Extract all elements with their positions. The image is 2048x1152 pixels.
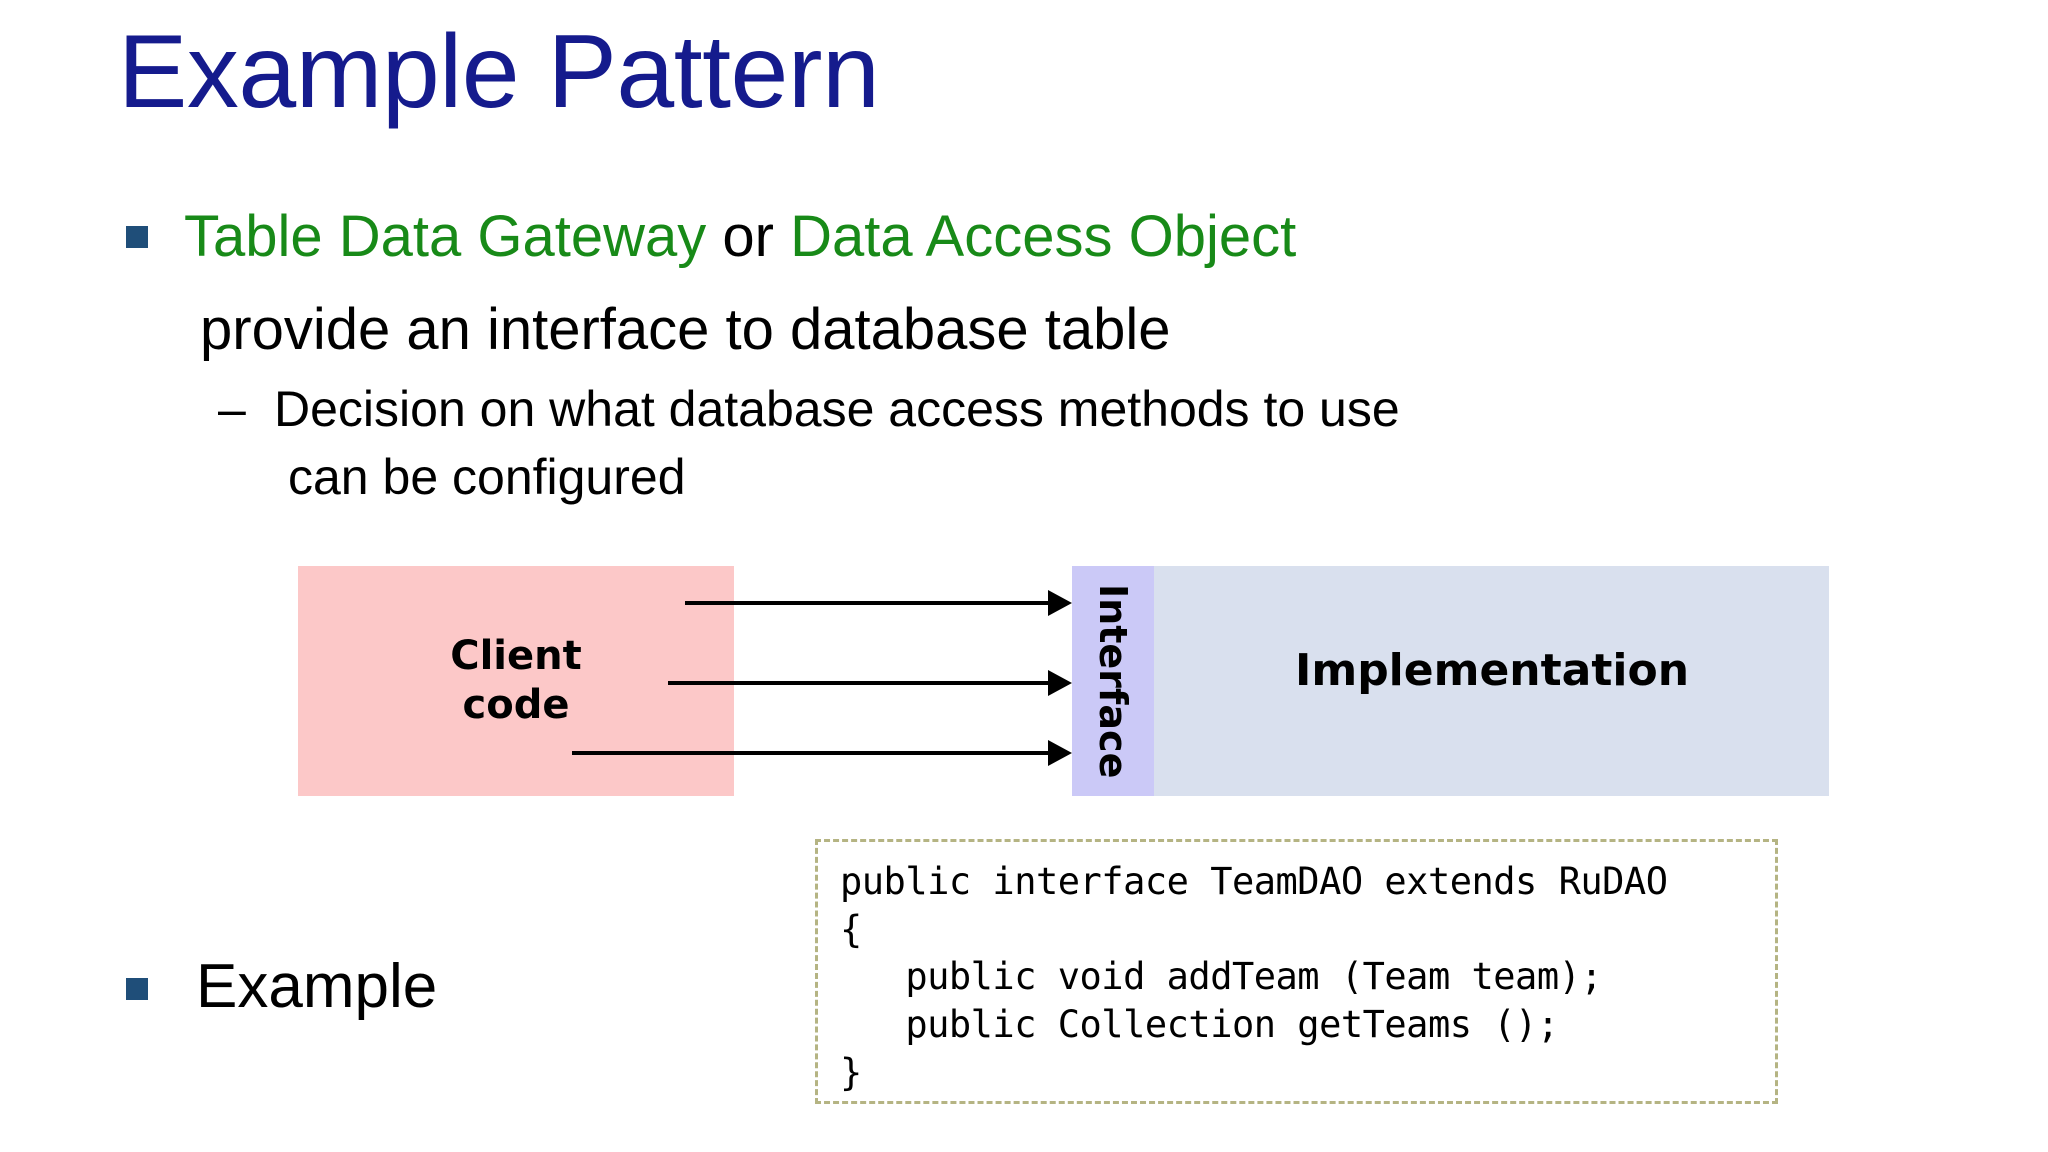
dash-marker: – [218, 381, 246, 437]
implementation-box [1072, 566, 1829, 796]
implementation-label: Implementation [1294, 644, 1690, 696]
bullet-item-1: Table Data Gateway or Data Access Object [126, 200, 1296, 273]
bullet-item-2: Example [126, 948, 437, 1026]
interface-band: Interface [1072, 566, 1154, 796]
sub-bullet-text-1: Decision on what database access methods… [274, 381, 1400, 437]
term-data-access-object: Data Access Object [790, 204, 1297, 269]
arrow-middle-head [1048, 670, 1072, 696]
page-title: Example Pattern [118, 14, 880, 130]
interface-label: Interface [1091, 583, 1135, 779]
bullet-square-icon [126, 226, 148, 248]
sub-bullet-line-1: –Decision on what database access method… [218, 380, 1400, 438]
code-snippet-text: public interface TeamDAO extends RuDAO {… [840, 860, 1668, 1094]
arrow-bottom-head [1048, 740, 1072, 766]
bullet-1-line-1: Table Data Gateway or Data Access Object [184, 200, 1296, 273]
client-label-line-2: code [462, 682, 570, 728]
arrow-middle-line [668, 681, 1050, 685]
conjunction-or: or [706, 204, 791, 269]
sub-bullet-line-2: can be configured [288, 449, 686, 505]
bullet-square-icon [126, 978, 148, 1000]
bullet-1-line-2: provide an interface to database table [200, 297, 1171, 362]
client-label-line-1: Client [450, 633, 582, 680]
arrow-top-line [685, 601, 1050, 605]
code-snippet-box: public interface TeamDAO extends RuDAO {… [815, 839, 1778, 1104]
arrow-top-head [1048, 590, 1072, 616]
term-table-data-gateway: Table Data Gateway [184, 204, 707, 269]
bullet-2-label: Example [196, 952, 438, 1021]
arrow-bottom-line [572, 751, 1050, 755]
